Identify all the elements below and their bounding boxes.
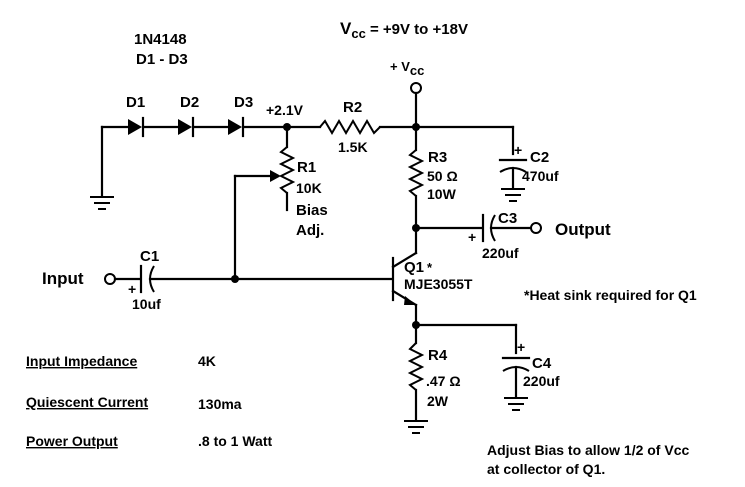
resistor-r1 [278,146,296,194]
c2-name: C2 [530,149,549,166]
vcc-terminal [410,82,422,94]
diode-d3 [228,116,245,138]
spec-label: Power Output [26,433,118,449]
d3-label: D3 [234,94,253,111]
diode-range-label: D1 - D3 [136,51,188,68]
resistor-r4 [407,342,425,391]
spec-label: Input Impedance [26,353,137,369]
c4-polarity: + [517,339,525,355]
c1-value: 10uf [132,296,161,312]
transistor-q1 [391,251,418,307]
q1-name: Q1* [404,259,433,276]
supply-range-title: Vcc = +9V to +18V [340,19,468,41]
output-label: Output [555,220,611,239]
r1-wiper [233,170,281,282]
r4-value: .47 Ω [426,373,461,389]
top-rail [100,91,515,198]
adjust-note-line2: at collector of Q1. [487,461,605,477]
r1-note-bias: Bias [296,202,328,219]
resistor-r3 [407,149,425,197]
r3-power: 10W [427,186,457,202]
c4-value: 220uf [523,373,560,389]
d1-label: D1 [126,94,145,111]
c4-name: C4 [532,355,552,372]
adjust-note-line1: Adjust Bias to allow 1/2 of Vcc [487,442,689,458]
r4-name: R4 [428,347,448,364]
diode-d1 [128,116,145,138]
c1-name: C1 [140,248,159,265]
spec-label: Quiescent Current [26,394,148,410]
r4-power: 2W [427,393,449,409]
spec-value: .8 to 1 Watt [198,433,272,449]
r3-name: R3 [428,149,447,166]
r1-name: R1 [297,159,316,176]
input-label: Input [42,269,84,288]
c1-polarity: + [128,281,136,297]
r2-name: R2 [343,99,362,116]
q1-part: MJE3055T [404,276,473,292]
r1-value: 10K [296,180,322,196]
input-terminal [104,273,116,285]
ground-symbol-c4 [504,397,528,411]
resistor-r2 [319,119,381,135]
spec-value: 130ma [198,396,242,412]
r1-note-adj: Adj. [296,222,324,239]
diode-d2 [178,116,195,138]
c3-value: 220uf [482,245,519,261]
diode-type-label: 1N4148 [134,31,187,48]
junction-dot [231,275,239,283]
d2-label: D2 [180,94,199,111]
ground-symbol-r4 [404,420,428,434]
vcc-node-label: + Vcc [390,59,424,78]
c3-name: C3 [498,210,517,227]
r2-value: 1.5K [338,139,368,155]
c3-polarity: + [468,229,476,245]
ground-symbol-left [90,196,114,210]
c2-value: 470uf [522,168,559,184]
c2-polarity: + [514,142,522,158]
output-terminal [530,222,542,234]
bias-voltage-label: +2.1V [266,102,304,118]
ground-symbol-c2 [501,188,525,202]
spec-value: 4K [198,353,216,369]
r3-value: 50 Ω [427,168,458,184]
heatsink-note: *Heat sink required for Q1 [524,287,697,303]
